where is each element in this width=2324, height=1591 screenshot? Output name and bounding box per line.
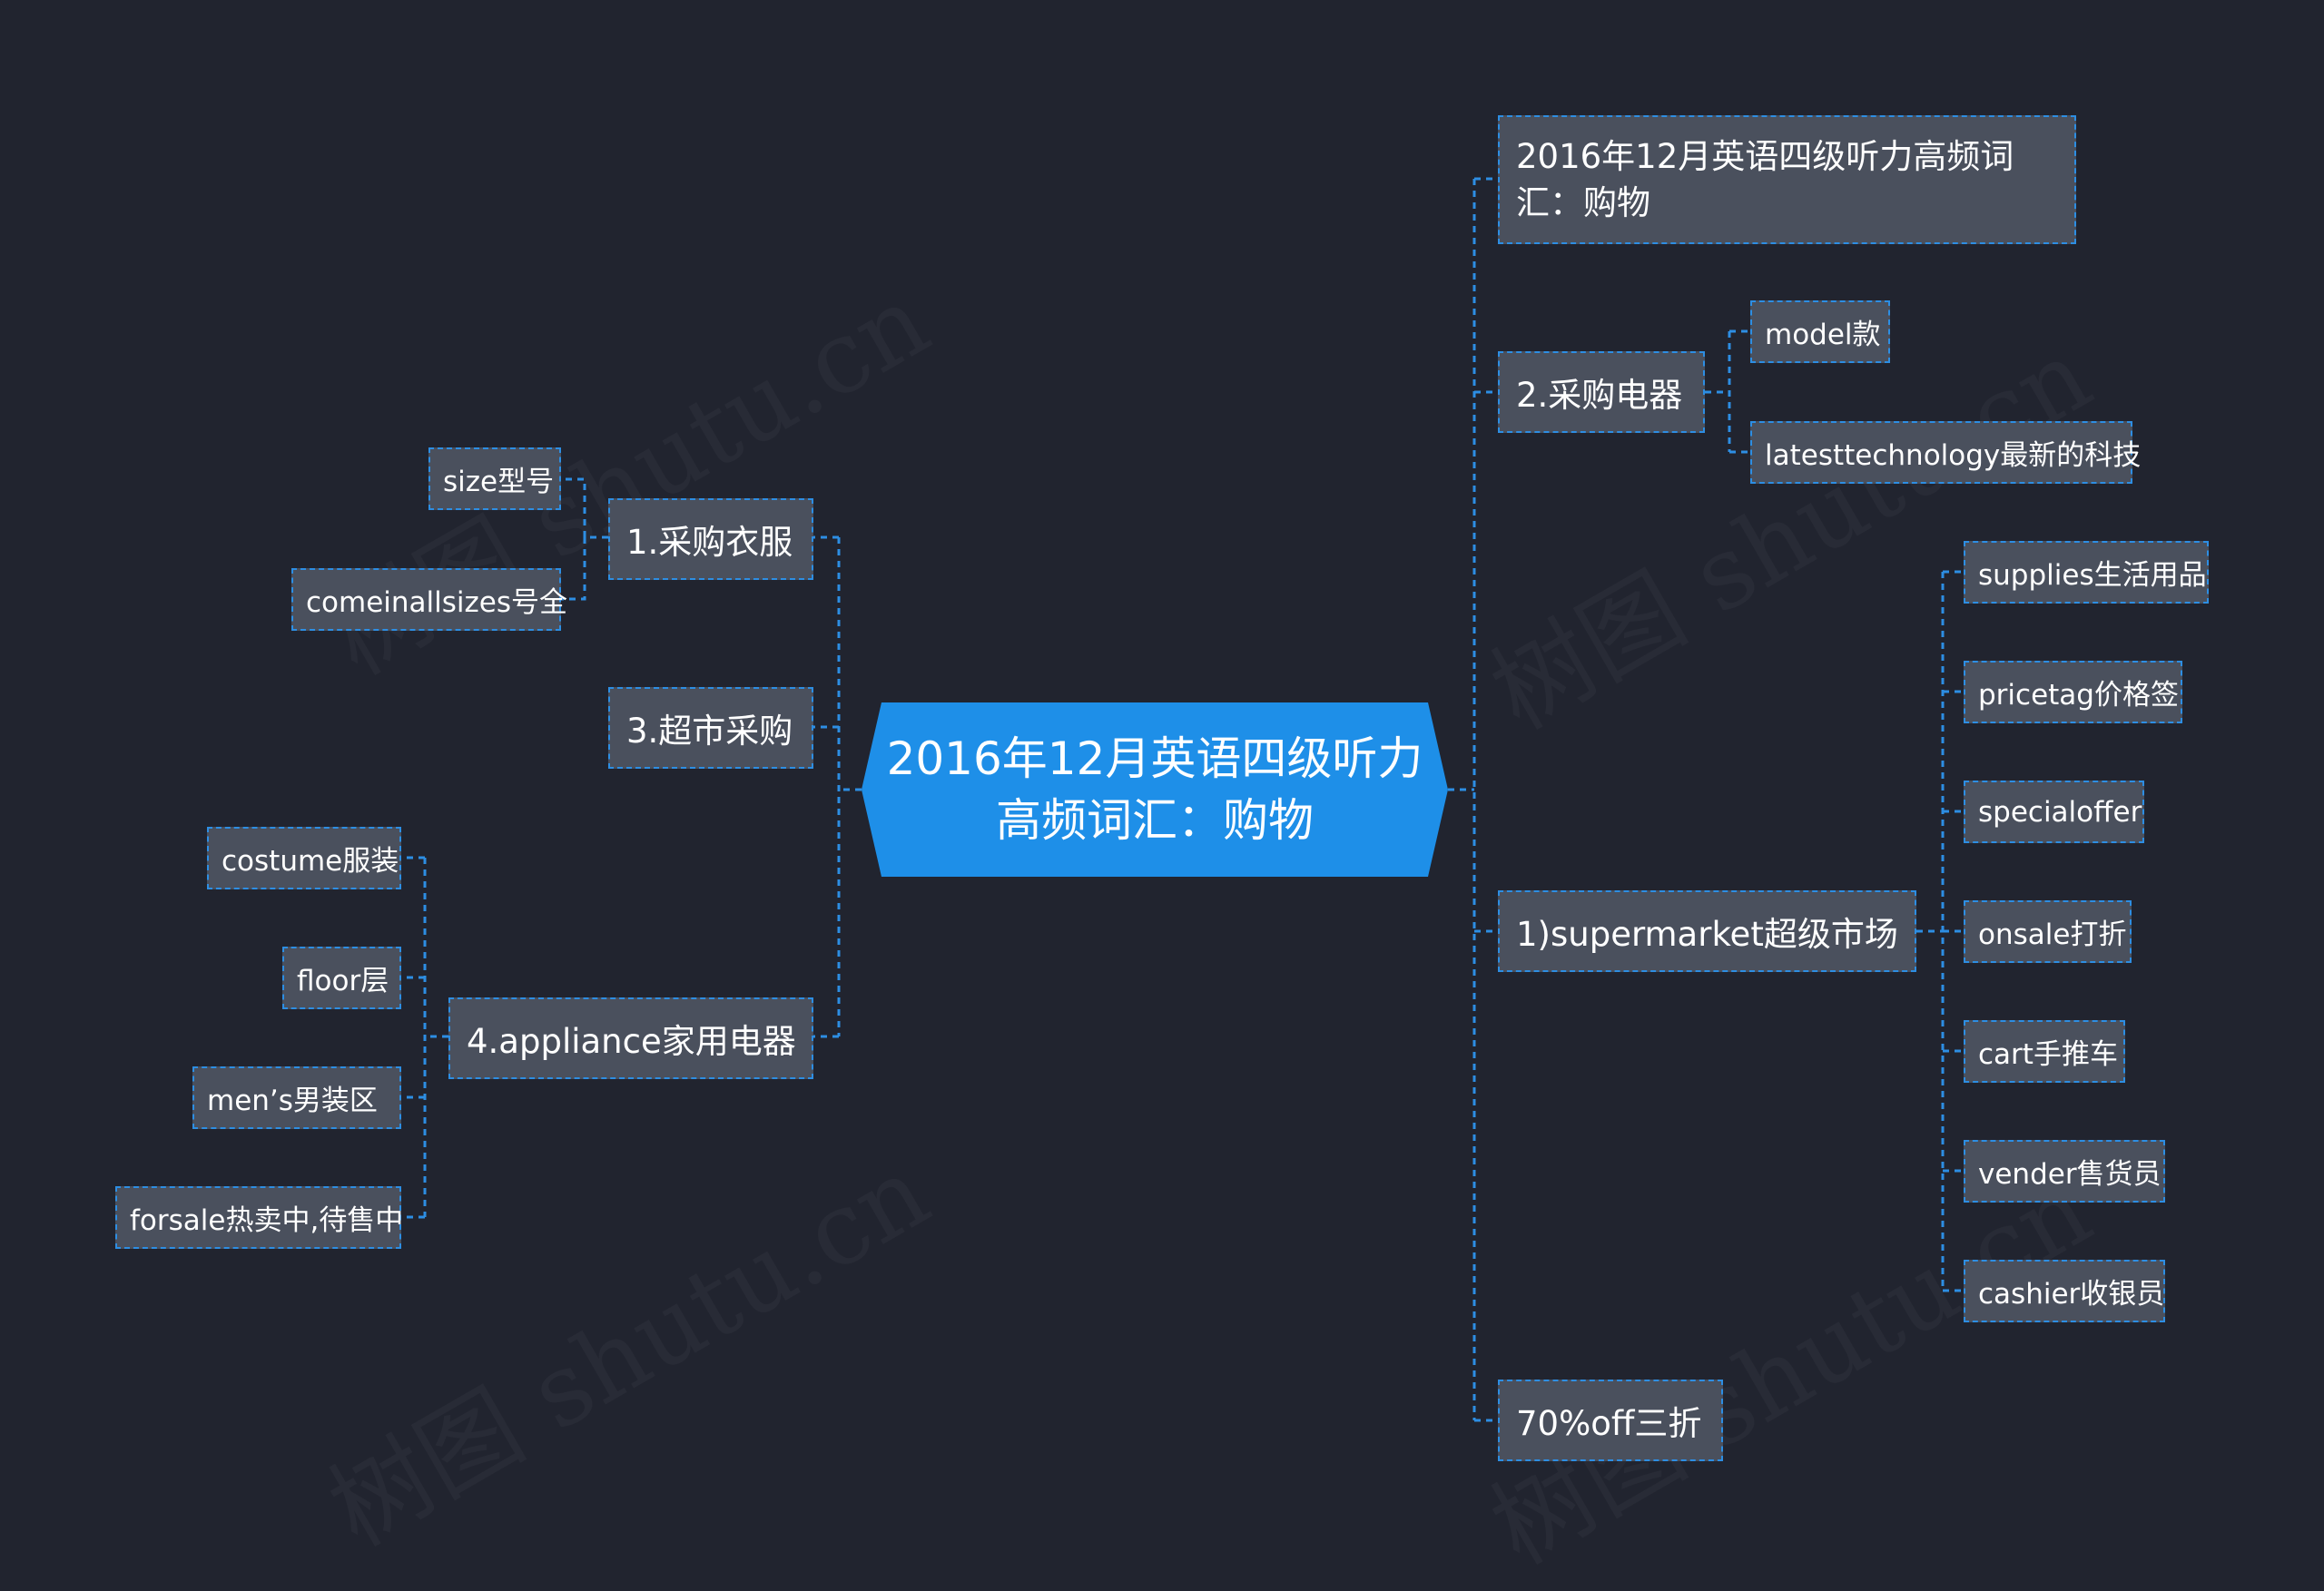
root-shape xyxy=(862,702,1448,877)
leaf-cart[interactable]: cart手推车 xyxy=(1964,1020,2125,1083)
root-label: 2016年12月英语四级听力高频词汇：购物 xyxy=(886,732,1423,847)
leaf-costume[interactable]: costume服装 xyxy=(207,827,401,889)
leaf-come-in-all-sizes[interactable]: comeinallsizes号全 xyxy=(291,568,567,631)
leaf-size[interactable]: size型号 xyxy=(428,447,561,510)
root-node[interactable]: 2016年12月英语四级听力高频词汇：购物 xyxy=(862,702,1448,877)
branch-supermarket-shopping[interactable]: 3.超市采购 xyxy=(608,687,813,769)
leaf-floor[interactable]: floor层 xyxy=(282,947,401,1009)
leaf-mens-section[interactable]: men’s男装区 xyxy=(192,1066,401,1129)
branch-purchase-clothes[interactable]: 1.采购衣服 xyxy=(608,498,813,580)
leaf-supplies[interactable]: supplies生活用品 xyxy=(1964,541,2209,604)
leaf-special-offer[interactable]: specialoffer xyxy=(1964,781,2144,843)
branch-title-repeat[interactable]: 2016年12月英语四级听力高频词汇：购物 xyxy=(1498,115,2076,244)
branch-seventy-off[interactable]: 70%off三折 xyxy=(1498,1380,1723,1461)
branch-purchase-appliances[interactable]: 2.采购电器 xyxy=(1498,351,1705,433)
connector xyxy=(561,537,586,601)
leaf-for-sale[interactable]: forsale热卖中,待售中 xyxy=(115,1186,403,1249)
leaf-on-sale[interactable]: onsale打折 xyxy=(1964,900,2132,963)
branch-appliance[interactable]: 4.appliance家用电器 xyxy=(448,997,813,1079)
leaf-latest-technology[interactable]: latesttechnology最新的科技 xyxy=(1750,421,2141,484)
leaf-price-tag[interactable]: pricetag价格签 xyxy=(1964,661,2182,723)
leaf-cashier[interactable]: cashier收银员 xyxy=(1964,1260,2165,1322)
leaf-vender[interactable]: vender售货员 xyxy=(1964,1140,2165,1203)
branch-supermarket[interactable]: 1)supermarket超级市场 xyxy=(1498,890,1916,972)
connector xyxy=(561,477,608,539)
leaf-model[interactable]: model款 xyxy=(1750,300,1890,363)
